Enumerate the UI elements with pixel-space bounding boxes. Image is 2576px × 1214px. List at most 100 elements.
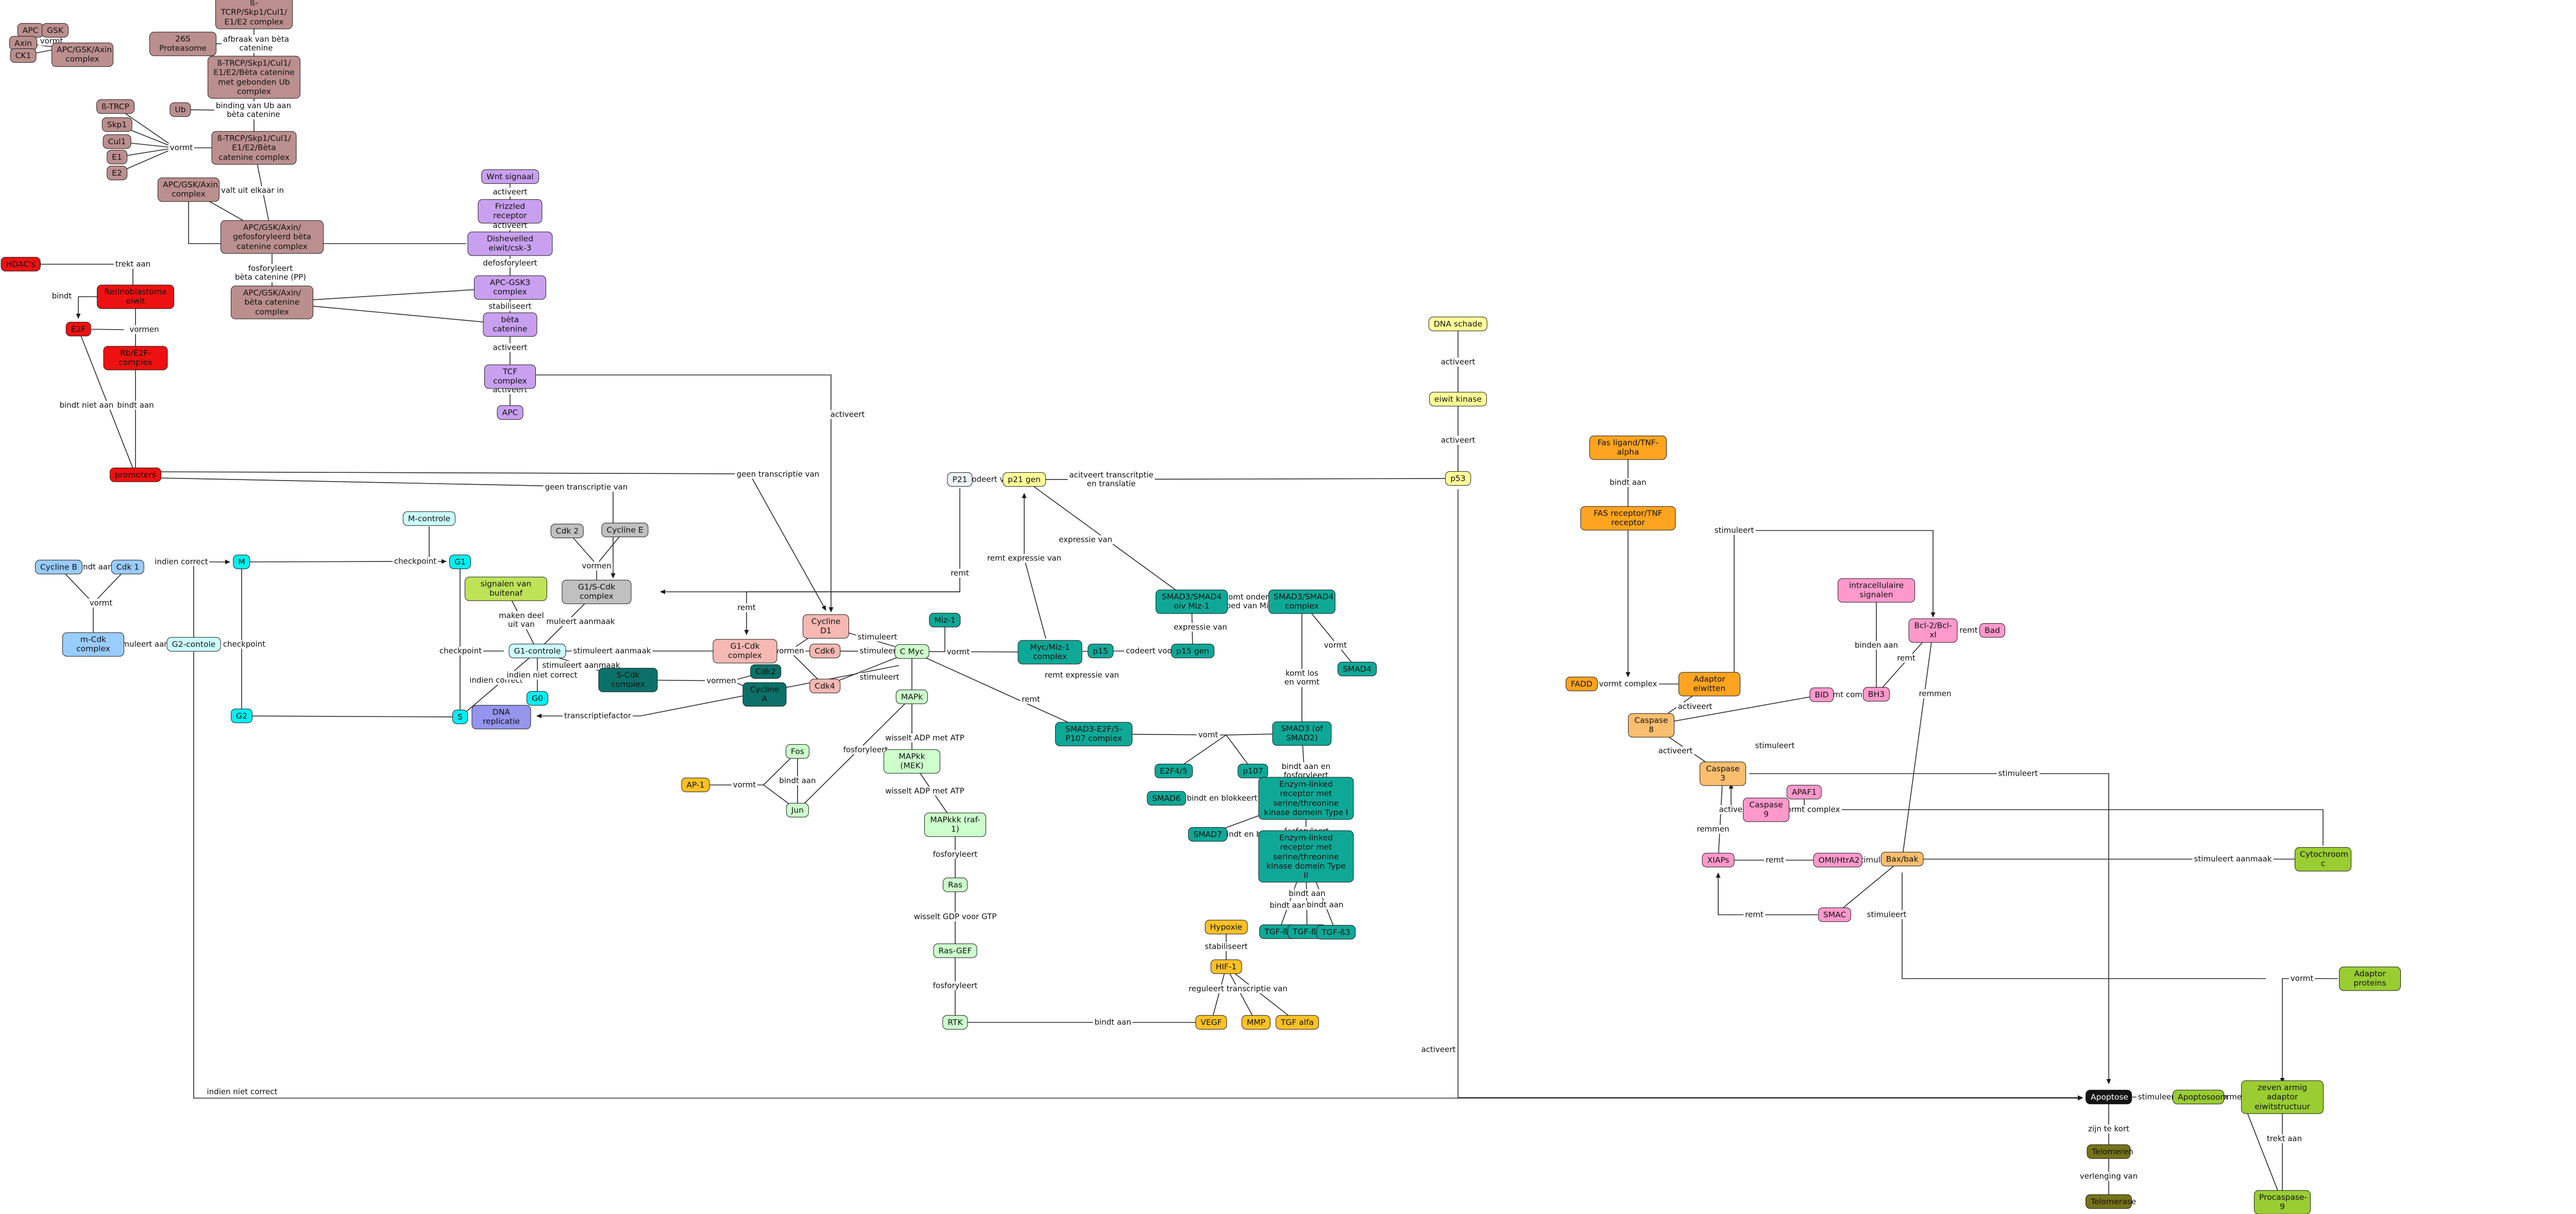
node-myc_miz1[interactable]: Myc/Miz-1 complex — [1018, 640, 1082, 664]
node-telomerase[interactable]: Telomerase — [2086, 1194, 2136, 1209]
node-fos[interactable]: Fos — [786, 744, 809, 759]
node-fasr[interactable]: FAS receptor/TNF receptor — [1580, 506, 1676, 531]
node-p107[interactable]: p107 — [1238, 763, 1268, 779]
node-mmp[interactable]: MMP — [1241, 1015, 1271, 1030]
node-m[interactable]: M — [233, 554, 250, 570]
node-mapkkk[interactable]: MAPkkk (raf-1) — [924, 812, 986, 837]
node-baxbak[interactable]: Bax/bak — [1880, 851, 1924, 867]
node-g0[interactable]: G0 — [527, 691, 548, 706]
node-xiaps[interactable]: XIAPs — [1702, 852, 1735, 868]
node-apcgskaxin2[interactable]: APC/GSK/Axin complex — [52, 42, 113, 67]
node-adaptor_p[interactable]: Adaptor proteins — [2339, 966, 2401, 991]
node-cdk1[interactable]: Cdk 1 — [111, 559, 145, 575]
node-signalen[interactable]: signalen van buitenaf — [465, 576, 547, 601]
node-ras[interactable]: Ras — [942, 877, 968, 893]
node-dishevelled[interactable]: Dishevelled eiwit/csk-3 — [467, 231, 553, 256]
node-wnt_signaal[interactable]: Wnt signaal — [481, 169, 539, 184]
node-p15[interactable]: p15 — [1088, 643, 1113, 659]
node-smad34[interactable]: SMAD3/SMAD4 complex — [1268, 589, 1335, 614]
node-e2[interactable]: E2 — [107, 165, 127, 181]
node-bid[interactable]: BID — [1809, 687, 1834, 703]
node-mapk[interactable]: MAPk — [895, 689, 928, 705]
node-btrcp2[interactable]: ß-TRCP — [96, 99, 134, 114]
node-cycline_b[interactable]: Cycline B — [35, 559, 83, 575]
node-smac[interactable]: SMAC — [1818, 907, 1852, 922]
node-rb_e2f[interactable]: Rb/E2F-complex — [103, 346, 168, 370]
node-g2[interactable]: G2 — [231, 708, 252, 724]
node-fadd[interactable]: FADD — [1566, 676, 1598, 692]
node-cdk4[interactable]: Cdk4 — [809, 678, 840, 694]
node-casp9[interactable]: Caspase 9 — [1743, 797, 1789, 822]
node-miz1[interactable]: Miz-1 — [929, 612, 961, 628]
node-apc_gsk3[interactable]: APC-GSK3 complex — [474, 275, 546, 300]
node-cmyc[interactable]: C Myc — [894, 644, 929, 659]
node-elr2[interactable]: Enzym-linked receptor met serine/threoni… — [1258, 830, 1354, 883]
node-apc_gsk_axin[interactable]: APC/GSK/Axin complex — [158, 177, 219, 202]
node-skp1[interactable]: Skp1 — [101, 117, 132, 132]
node-e2f[interactable]: E2F — [65, 321, 91, 337]
node-btrcp_complex[interactable]: ß-TCRP/Skp1/Cul1/ E1/E2 complex — [215, 0, 293, 29]
node-rb[interactable]: Retinoblastoma eiwit — [97, 284, 174, 309]
node-apoptose[interactable]: Apoptose — [2086, 1089, 2132, 1105]
node-p21[interactable]: P21 — [947, 472, 973, 487]
node-tgfb3[interactable]: TGF-ß3 — [1316, 925, 1355, 940]
node-bh3[interactable]: BH3 — [1862, 687, 1890, 702]
node-btrcp_bcat_complex[interactable]: ß-TRCP/Skp1/Cul1/ E1/E2/Bèta catenine co… — [211, 131, 297, 165]
node-cdk2d[interactable]: Cdk2 — [750, 664, 781, 679]
node-gsk_c[interactable]: GSK — [41, 23, 69, 38]
node-smad3[interactable]: SMAD3 (of SMAD2) — [1272, 721, 1332, 746]
node-p15gen[interactable]: p15 gen — [1171, 643, 1214, 659]
node-g1cdk[interactable]: G1-Cdk complex — [713, 639, 777, 663]
node-smad_e2f[interactable]: SMAD3-E2F/5-P107 complex — [1055, 722, 1132, 746]
node-jun[interactable]: Jun — [786, 802, 809, 818]
node-s[interactable]: S — [452, 709, 468, 725]
node-rtk[interactable]: RTK — [942, 1015, 968, 1030]
node-promoters[interactable]: promoters — [110, 467, 161, 483]
node-rasgef[interactable]: Ras-GEF — [933, 943, 977, 959]
node-telomeren[interactable]: Telomeren — [2087, 1144, 2133, 1159]
node-bcl2[interactable]: Bcl-2/Bcl-xl — [1908, 618, 1958, 643]
node-fasl[interactable]: Fas ligand/TNF-alpha — [1589, 435, 1667, 460]
node-p21gen[interactable]: p21 gen — [1003, 472, 1046, 487]
node-omi[interactable]: OMI/HtrA2 — [1813, 852, 1862, 868]
node-apc3[interactable]: APC — [497, 405, 523, 420]
node-e2f45[interactable]: E2F4/5 — [1155, 763, 1193, 779]
node-cytc[interactable]: Cytochroom c — [2295, 847, 2351, 871]
node-e1[interactable]: E1 — [107, 149, 127, 165]
node-ap1[interactable]: AP-1 — [681, 777, 710, 793]
node-hif1[interactable]: HIF-1 — [1210, 959, 1242, 974]
node-dna_schade[interactable]: DNA schade — [1428, 316, 1488, 332]
node-ub[interactable]: Ub — [170, 102, 191, 117]
node-apoptosoom[interactable]: Apoptosoom — [2173, 1089, 2228, 1105]
node-mapkk[interactable]: MAPkk (MEK) — [884, 749, 940, 774]
node-adaptor_e[interactable]: Adaptor eiwitten — [1679, 672, 1740, 696]
node-smad7[interactable]: SMAD7 — [1188, 827, 1227, 842]
node-apaf1[interactable]: APAF1 — [1786, 784, 1822, 800]
node-proteasome[interactable]: 26S Proteasome — [149, 31, 216, 56]
node-mcdk[interactable]: m-Cdk complex — [62, 632, 124, 657]
node-m_controle[interactable]: M-controle — [402, 511, 456, 526]
node-scdk[interactable]: S-Cdk complex — [598, 668, 658, 692]
node-cycline_e[interactable]: Cycline E — [601, 522, 649, 538]
node-casp8[interactable]: Caspase 8 — [1628, 713, 1674, 738]
node-g1[interactable]: G1 — [449, 554, 471, 570]
node-tcf[interactable]: TCF complex — [484, 364, 536, 389]
node-elr1[interactable]: Enzym-linked receptor met serine/threoni… — [1258, 777, 1354, 820]
node-p53[interactable]: p53 — [1445, 471, 1471, 486]
node-g1s_cdk[interactable]: G1/S-Cdk complex — [562, 579, 632, 604]
node-cul1[interactable]: Cul1 — [103, 134, 131, 149]
node-g2_controle[interactable]: G2-contole — [166, 637, 221, 652]
node-cycline_d1[interactable]: Cycline D1 — [803, 614, 849, 639]
node-cdk6[interactable]: Cdk6 — [809, 643, 840, 659]
node-procasp9[interactable]: Procaspase-9 — [2254, 1190, 2311, 1214]
node-smad34_miz[interactable]: SMAD3/SMAD4 oiv Miz-1 — [1156, 589, 1228, 614]
node-g1_controle[interactable]: G1-controle — [509, 643, 566, 659]
node-hypoxie[interactable]: Hypoxie — [1205, 919, 1248, 935]
node-cycline_a[interactable]: Cycline A — [742, 682, 787, 707]
node-hdacs[interactable]: HDAC's — [1, 257, 41, 272]
node-smad6[interactable]: SMAD6 — [1147, 791, 1186, 806]
node-zeven[interactable]: zeven armig adaptor eiwitstructuur — [2241, 1080, 2324, 1114]
node-tgfalfa[interactable]: TGF alfa — [1275, 1015, 1319, 1030]
node-casp3[interactable]: Caspase 3 — [1700, 761, 1746, 786]
node-intracell[interactable]: intracellulaire signalen — [1838, 578, 1915, 603]
